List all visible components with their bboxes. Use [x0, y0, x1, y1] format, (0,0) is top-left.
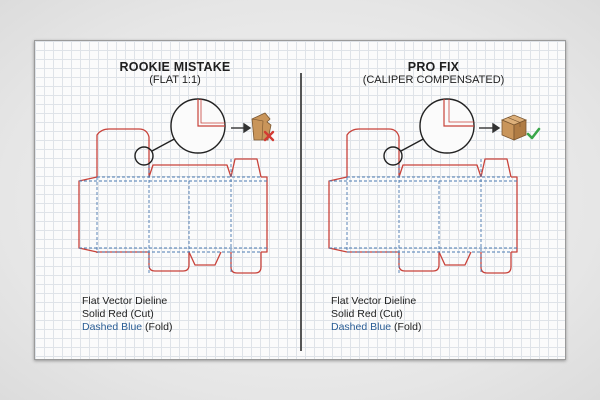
- panel-subtitle: (CALIPER COMPENSATED): [362, 74, 505, 86]
- legend-line-cut: Solid Red (Cut): [82, 308, 154, 320]
- panel-title: ROOKIE MISTAKE: [119, 60, 231, 74]
- red-x-icon: [263, 130, 275, 142]
- legend-line-fold: Dashed Blue (Fold): [331, 321, 421, 334]
- legend-fold-highlight: Dashed Blue: [331, 321, 392, 333]
- legend-line-dieline: Flat Vector Dieline: [82, 295, 168, 307]
- dieline-cut-lines: [328, 128, 518, 274]
- intact-box-icon: [500, 114, 528, 141]
- green-check-icon: [526, 127, 541, 140]
- arrow-right-icon: [479, 122, 501, 134]
- legend-line-cut: Solid Red (Cut): [331, 308, 403, 320]
- legend: Flat Vector Dieline Solid Red (Cut) Dash…: [331, 295, 421, 334]
- legend-fold-rest: (Fold): [142, 321, 173, 333]
- dieline-diagram: [328, 98, 541, 274]
- pro-fix-panel: PRO FIX (CALIPER COMPENSATED): [301, 41, 566, 359]
- dieline-fold-lines: [329, 159, 517, 273]
- dieline-fold-lines: [79, 159, 267, 273]
- graph-paper-sheet: ROOKIE MISTAKE (FLAT 1:1): [34, 40, 566, 360]
- legend-fold-rest: (Fold): [391, 321, 422, 333]
- legend: Flat Vector Dieline Solid Red (Cut) Dash…: [82, 295, 172, 334]
- legend-line-dieline: Flat Vector Dieline: [331, 295, 417, 307]
- legend-fold-highlight: Dashed Blue: [82, 321, 143, 333]
- dieline-cut-lines: [78, 128, 268, 274]
- dieline-diagram: [78, 98, 275, 274]
- legend-line-fold: Dashed Blue (Fold): [82, 321, 172, 334]
- magnifier-callout: [383, 98, 475, 166]
- rookie-mistake-panel: ROOKIE MISTAKE (FLAT 1:1): [35, 41, 300, 359]
- panel-title: PRO FIX: [407, 60, 460, 74]
- panel-subtitle: (FLAT 1:1): [149, 74, 201, 86]
- magnifier-callout: [134, 98, 226, 166]
- arrow-right-icon: [231, 122, 252, 134]
- panel-divider: [300, 73, 302, 351]
